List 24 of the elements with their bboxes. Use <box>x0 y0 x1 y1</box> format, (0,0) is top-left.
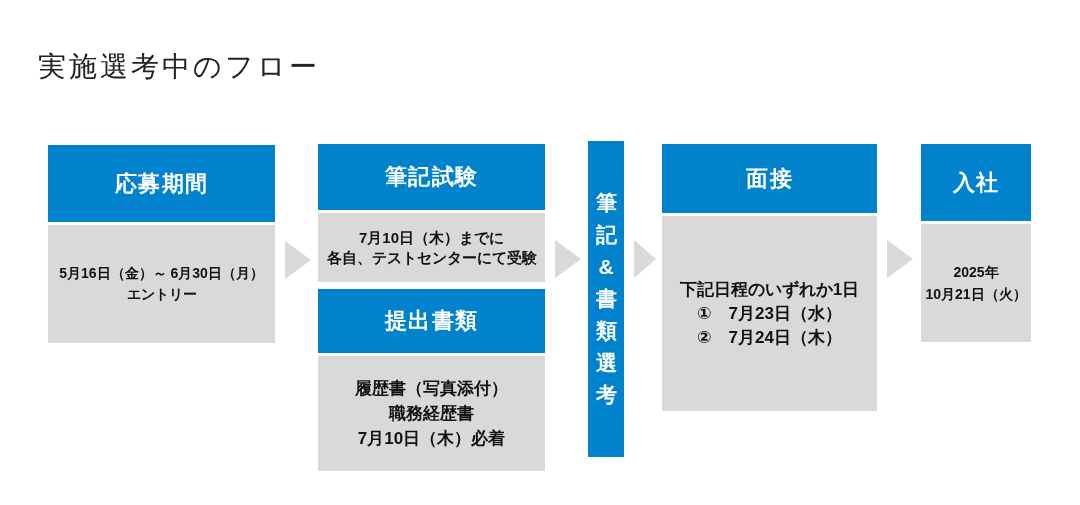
chevron-arrow <box>887 240 913 278</box>
step-bar-text: 筆記&書類選考 <box>594 190 618 408</box>
step-detail-text: ② 7月24日（木） <box>697 326 842 349</box>
step-header: 提出書類 <box>318 289 545 353</box>
chevron-arrow <box>555 240 581 278</box>
step-detail-text: 5月16日（金）～ 6月30日（月） <box>59 264 264 283</box>
chevron-arrow <box>285 241 311 279</box>
step-bar <box>588 141 624 457</box>
step-detail-text: 各自、テストセンターにて受験 <box>326 247 537 268</box>
step-detail-text: ① 7月23日（水） <box>697 302 842 325</box>
step-detail-text: 職務経歴書 <box>389 403 474 425</box>
step-detail-text: 7月10日（木）までに <box>359 227 504 248</box>
step-header: 入社 <box>921 144 1031 221</box>
chevron-arrow <box>634 240 656 278</box>
step-detail-text: 10月21日（火） <box>925 285 1027 304</box>
step-detail-text: 履歴書（写真添付） <box>355 378 508 400</box>
diagram-title: 実施選考中のフロー <box>38 50 320 84</box>
step-detail-text: 2025年 <box>953 263 999 282</box>
step-header: 応募期間 <box>48 145 275 222</box>
step-detail-text: エントリー <box>126 285 197 304</box>
step-detail-text: 7月10日（木）必着 <box>357 428 506 450</box>
step-detail-text: 下記日程のいずれか1日 <box>679 278 860 301</box>
step-header: 筆記試験 <box>318 144 545 210</box>
step-header: 面接 <box>662 144 877 213</box>
